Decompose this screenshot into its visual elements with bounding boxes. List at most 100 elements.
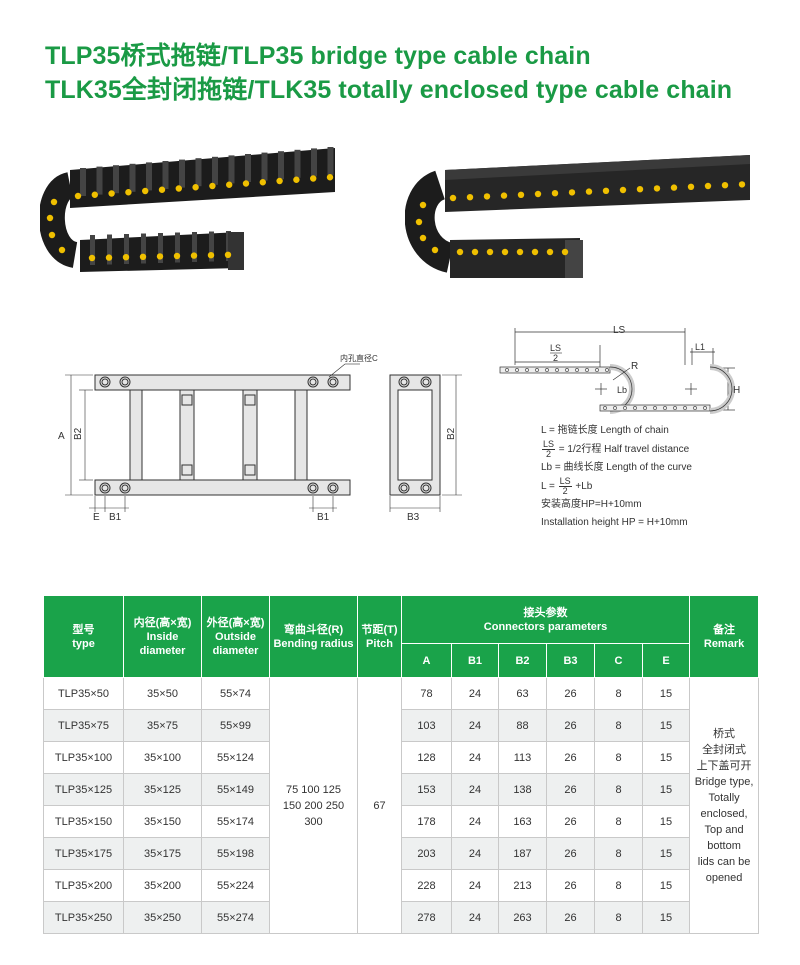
cell-B1: 24 <box>451 805 499 838</box>
cell-B2: 163 <box>498 805 547 838</box>
link-dot-icon <box>605 368 609 372</box>
cell-C: 8 <box>594 677 643 710</box>
chain-pin-icon <box>456 248 464 256</box>
dim-label-LS-half-num: LS <box>550 343 561 353</box>
link-dot-icon <box>535 368 539 372</box>
link-dot-icon <box>663 406 667 410</box>
cell-inside: 35×125 <box>123 773 202 806</box>
chain-pin-icon <box>531 248 539 256</box>
cell-outside: 55×124 <box>201 741 270 774</box>
cell-B2: 138 <box>498 773 547 806</box>
cell-B1: 24 <box>451 773 499 806</box>
cell-A: 103 <box>401 709 452 742</box>
cell-B1: 24 <box>451 741 499 774</box>
cell-C: 8 <box>594 901 643 934</box>
chain-pin-icon <box>58 246 66 254</box>
chain-pin-icon <box>50 198 58 206</box>
cell-inside: 35×250 <box>123 901 202 934</box>
cell-E: 15 <box>641 773 691 806</box>
cell-type: TLP35×100 <box>43 741 124 774</box>
link-dot-icon <box>555 368 559 372</box>
chain-pin-icon <box>516 248 524 256</box>
link-dot-icon <box>595 368 599 372</box>
cell-B2: 113 <box>498 741 547 774</box>
link-dot-icon <box>683 406 687 410</box>
cell-outside: 55×149 <box>201 773 270 806</box>
chain-pin-icon <box>561 248 569 256</box>
chain-pin-icon <box>310 175 317 182</box>
chain-pin-icon <box>88 254 96 262</box>
chain-pin-icon <box>486 248 494 256</box>
header-pitch: 节距(T) Pitch <box>357 595 402 678</box>
cell-C: 8 <box>594 837 643 870</box>
chain-pin-icon <box>602 187 610 194</box>
bending-diagram: LS LS 2 R Lb L1 H <box>499 325 740 414</box>
chain-pin-icon <box>326 174 334 181</box>
chain-pin-icon <box>293 176 300 183</box>
cell-B2: 187 <box>498 837 547 870</box>
chain-pin-icon <box>192 184 199 191</box>
cell-E: 15 <box>641 709 691 742</box>
link-dot-icon <box>565 368 569 372</box>
chain-pin-icon <box>122 254 130 261</box>
cell-A: 178 <box>401 805 452 838</box>
formula-left: L = <box>541 481 555 493</box>
link-dot-icon <box>613 406 617 410</box>
cell-inside: 35×75 <box>123 709 202 742</box>
cell-inside: 35×175 <box>123 837 202 870</box>
chain-pin-icon <box>276 177 283 185</box>
chain-pin-icon <box>568 189 576 196</box>
cell-C: 8 <box>594 869 643 902</box>
link-dot-icon <box>585 368 589 372</box>
chain-pin-icon <box>517 191 525 198</box>
chain-pin-icon <box>500 192 508 199</box>
header-outside-diameter: 外径(高×宽) Outside diameter <box>201 595 270 678</box>
chain-pin-icon <box>158 186 166 193</box>
chain-pin-icon <box>721 182 729 189</box>
formula-right: +Lb <box>575 481 593 493</box>
dim-label-H: H <box>733 385 740 396</box>
chain-pin-icon <box>91 191 98 198</box>
cell-E: 15 <box>641 837 691 870</box>
cell-A: 78 <box>401 677 452 710</box>
cell-B1: 24 <box>451 869 499 902</box>
link-dot-icon <box>525 368 529 372</box>
cell-B3: 26 <box>546 773 595 806</box>
cell-C: 8 <box>594 709 643 742</box>
front-view-drawing: A B2 E B1 B1 内孔直径C <box>58 353 378 523</box>
chain-pin-icon <box>46 214 54 222</box>
cell-bending-radius: 75 100 125 150 200 250 300 <box>269 677 358 934</box>
chain-pin-icon <box>546 248 554 256</box>
cell-type: TLP35×200 <box>43 869 124 902</box>
cell-type: TLP35×75 <box>43 709 124 742</box>
link-dot-icon <box>515 368 519 372</box>
header-remark: 备注 Remark <box>689 595 760 678</box>
cell-E: 15 <box>641 677 691 710</box>
chain-pin-icon <box>224 251 232 258</box>
dim-label-L1: L1 <box>695 342 705 352</box>
chain-pin-icon <box>738 181 746 188</box>
cell-outside: 55×99 <box>201 709 270 742</box>
cell-type: TLP35×175 <box>43 837 124 870</box>
cell-A: 153 <box>401 773 452 806</box>
cell-B1: 24 <box>451 837 499 870</box>
enclosed-chain-photo <box>405 155 750 278</box>
cell-outside: 55×74 <box>201 677 270 710</box>
page-title-enclosed: TLK35全封闭拖链/TLK35 totally enclosed type c… <box>45 76 733 104</box>
header-connectors: 接头参数 Connectors parameters <box>400 595 691 644</box>
chain-pin-icon <box>48 231 56 239</box>
chain-pin-icon <box>431 246 439 254</box>
side-view-drawing: B2 B3 <box>389 374 462 523</box>
chain-pin-icon <box>125 189 132 196</box>
header-E: E <box>641 643 691 678</box>
link-dot-icon <box>623 406 627 410</box>
cell-A: 278 <box>401 901 452 934</box>
dim-label-B2: B2 <box>73 427 84 440</box>
link-dot-icon <box>633 406 637 410</box>
cell-A: 128 <box>401 741 452 774</box>
chain-pin-icon <box>175 185 182 192</box>
dim-label-A: A <box>58 431 65 442</box>
spec-table: 型号 type 内径(高×宽) Inside diameter 外径(高×宽) … <box>43 595 760 934</box>
